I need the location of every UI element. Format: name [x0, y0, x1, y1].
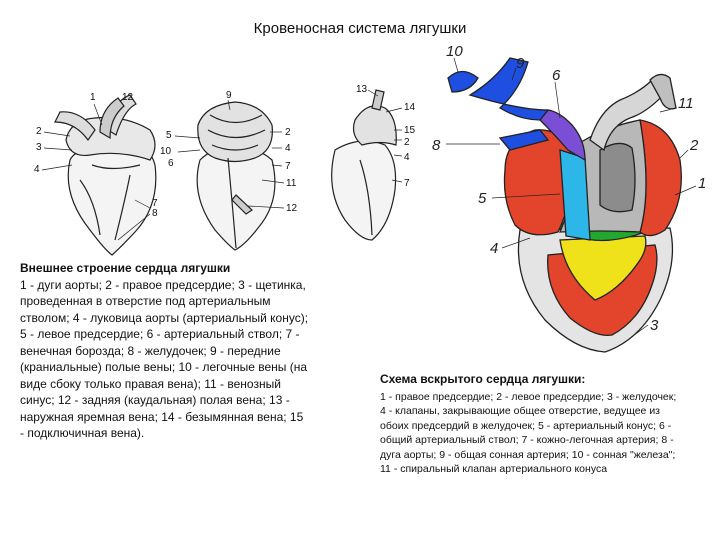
fig1-label-1: 1 — [90, 92, 96, 103]
external-structure-text: 1 - дуги аорты; 2 - правое предсердие; 3… — [20, 277, 309, 441]
arterial-trunk — [99, 97, 125, 140]
fig4-label-2: 2 — [689, 137, 699, 154]
fig4-label-1: 1 — [698, 175, 706, 192]
fig4-labels — [446, 57, 697, 339]
carotid-gland-10 — [447, 70, 479, 93]
pulmocutaneous-artery-7 — [498, 129, 550, 151]
atrium-shape — [352, 105, 397, 146]
fig3-label-7: 7 — [404, 178, 410, 189]
fig2-label-4: 4 — [285, 143, 291, 154]
fig3-label-14: 14 — [404, 102, 416, 113]
fig3-label-4: 4 — [404, 152, 410, 163]
fig1-label-4: 4 — [34, 164, 40, 175]
fig3-label-2: 2 — [404, 137, 410, 148]
arterial-trunk-6 — [539, 109, 586, 162]
fig2-label-5: 5 — [166, 130, 172, 141]
heart-figure-side — [331, 89, 397, 241]
external-structure-heading: Внешнее строение сердца лягушки — [20, 261, 231, 275]
fig4-label-9: 9 — [516, 55, 525, 72]
fig2-labels — [174, 99, 285, 209]
fig4-label-3: 3 — [650, 317, 659, 334]
external-structure-legend: Внешнее строение сердца лягушки 1 - дуги… — [20, 260, 310, 442]
ventricle-shape — [67, 143, 157, 256]
scheme-heading: Схема вскрытого сердца лягушки: — [380, 372, 586, 386]
fig1-label-2: 2 — [36, 126, 42, 137]
fig3-label-13: 13 — [356, 84, 368, 95]
heart-figure-front — [54, 94, 157, 256]
fig2-label-7: 7 — [285, 161, 291, 172]
fig1-labels — [41, 103, 151, 241]
fig4-label-11: 11 — [678, 95, 694, 112]
caudal-vena-cava — [231, 194, 253, 215]
fig1-label-8: 8 — [152, 208, 158, 219]
jugular-vein — [371, 89, 385, 111]
ventricle-shape — [331, 140, 397, 241]
scheme-legend: Схема вскрытого сердца лягушки: 1 - прав… — [380, 372, 680, 477]
aortic-arch-left — [54, 111, 96, 142]
page-title: Кровеносная система лягушки — [253, 20, 467, 37]
scheme-text: 1 - правое предсердие; 2 - левое предсер… — [380, 390, 677, 476]
fig2-label-11: 11 — [286, 178, 297, 189]
fig4-label-4: 4 — [490, 240, 498, 257]
fig2-label-9: 9 — [226, 90, 232, 101]
fig4-label-10: 10 — [446, 43, 463, 60]
fig3-label-15: 15 — [404, 125, 416, 136]
fig3-labels — [367, 89, 403, 183]
fig1-label-3: 3 — [36, 142, 42, 153]
fig1-label-7: 7 — [152, 198, 158, 209]
heart-figure-back — [196, 101, 276, 251]
fig2-label-12: 12 — [286, 203, 298, 214]
ventricle-yellow-band — [559, 235, 647, 301]
atrial-chamber-gray — [599, 142, 636, 213]
fig4-label-8: 8 — [432, 137, 441, 154]
opened-heart-scheme — [447, 57, 682, 353]
fig2-label-2: 2 — [285, 127, 291, 138]
carotid-artery-9 — [468, 57, 550, 121]
fig4-label-6: 6 — [552, 67, 561, 84]
fig2-label-10: 10 — [160, 146, 172, 157]
fig2-label-6: 6 — [168, 158, 174, 169]
fig1-label-12: 12 — [122, 92, 134, 103]
fig4-label-5: 5 — [478, 190, 487, 207]
